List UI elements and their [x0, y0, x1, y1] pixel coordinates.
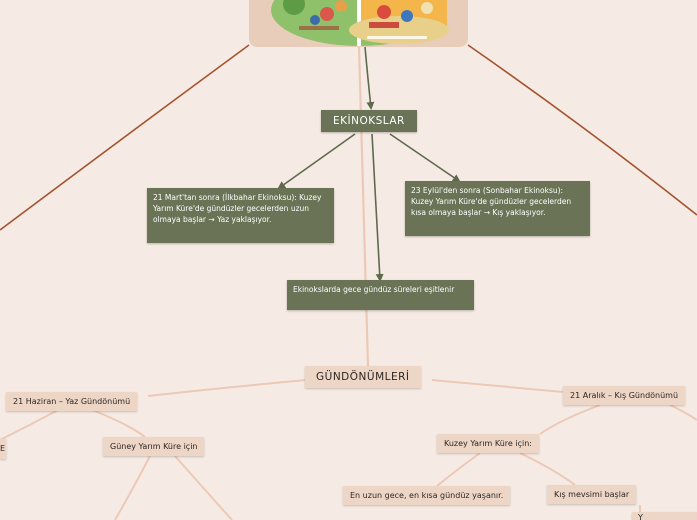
link-gun-haziran: [147, 379, 307, 397]
link-ekinoks-sonbahar: [389, 133, 461, 183]
gundonumleri-label: GÜNDÖNÜMLERİ: [316, 371, 410, 383]
kis-mevsimi-node[interactable]: Kış mevsimi başlar: [547, 485, 637, 504]
link-haziran-guney: [89, 408, 146, 438]
edge-node-right-label: Y: [638, 513, 643, 520]
link-aralik-kuzey: [539, 404, 601, 435]
sonbahar-ekinoksu-node[interactable]: 23 Eylül'den sonra (Sonbahar Ekinoksu): …: [405, 181, 590, 236]
guney-yarim-kure-label: Güney Yarım Küre için: [110, 442, 198, 451]
guney-yarim-kure-node[interactable]: Güney Yarım Küre için: [103, 437, 205, 456]
yaz-gundonumu-label: 21 Haziran – Yaz Gündönümü: [13, 397, 131, 406]
uzun-gece-label: En uzun gece, en kısa gündüz yaşanır.: [350, 491, 504, 500]
kis-mevsimi-label: Kış mevsimi başlar: [554, 490, 630, 499]
link-aralik-right: [669, 404, 697, 421]
esitlik-node[interactable]: Ekinokslarda gece gündüz süreleri eşitle…: [287, 280, 474, 310]
link-ekinoks-ilkbahar: [277, 133, 356, 190]
edge-node-left[interactable]: E: [0, 439, 6, 459]
edge-node-right[interactable]: Y: [632, 512, 697, 520]
kuzey-yarim-kure-node[interactable]: Kuzey Yarım Küre için:: [437, 434, 539, 453]
seasons-image-panel: [249, 0, 468, 47]
trunk-line: [357, 46, 370, 367]
link-kuzey-gece: [436, 452, 481, 487]
ekinokslar-label: EKİNOKSLAR: [333, 115, 405, 127]
kuzey-yarim-kure-label: Kuzey Yarım Küre için:: [444, 439, 532, 448]
link-haziran-left: [0, 408, 61, 441]
ekinokslar-node[interactable]: EKİNOKSLAR: [321, 110, 417, 132]
link-guney-down-left: [114, 455, 151, 520]
yaz-gundonumu-node[interactable]: 21 Haziran – Yaz Gündönümü: [6, 392, 138, 411]
kis-gundonumu-node[interactable]: 21 Aralık – Kış Gündönümü: [563, 386, 686, 405]
esitlik-text: Ekinokslarda gece gündüz süreleri eşitle…: [293, 285, 455, 294]
branch-line-left: [0, 44, 250, 231]
link-ekinoks-esit: [371, 133, 384, 282]
ilkbahar-ekinoksu-text: 21 Mart'tan sonra (İlkbahar Ekinoksu): K…: [153, 193, 322, 224]
gundonumleri-node[interactable]: GÜNDÖNÜMLERİ: [305, 366, 421, 388]
link-gun-aralik: [431, 379, 564, 393]
branch-line-right: [467, 44, 697, 216]
cartoon-seasons-picture-icon: [271, 0, 449, 46]
link-guney-down-right: [174, 455, 233, 520]
edge-node-left-label: E: [0, 444, 6, 453]
link-image-ekinoks: [364, 46, 375, 110]
ilkbahar-ekinoksu-node[interactable]: 21 Mart'tan sonra (İlkbahar Ekinoksu): K…: [147, 188, 334, 243]
kis-gundonumu-label: 21 Aralık – Kış Gündönümü: [570, 391, 679, 400]
link-kuzey-kis: [519, 452, 576, 486]
sonbahar-ekinoksu-text: 23 Eylül'den sonra (Sonbahar Ekinoksu): …: [411, 186, 572, 217]
uzun-gece-node[interactable]: En uzun gece, en kısa gündüz yaşanır.: [343, 486, 511, 505]
